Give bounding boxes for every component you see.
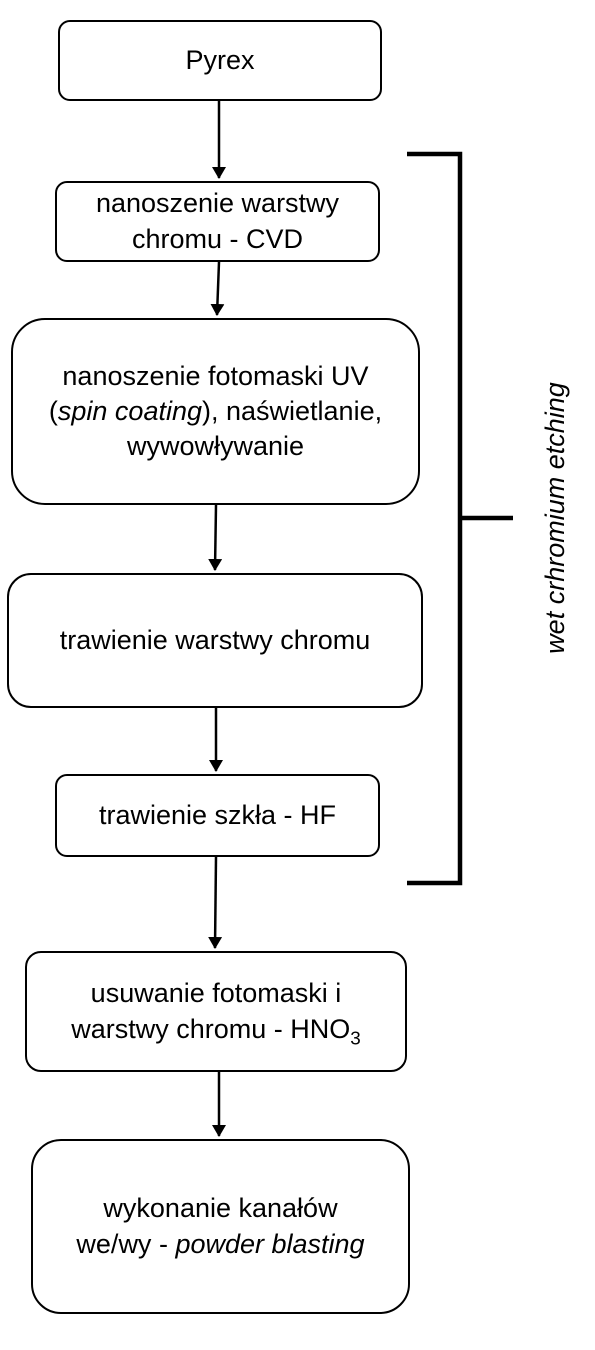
- step-glass-etching: trawienie szkła - HF: [55, 774, 380, 857]
- step-text-segment: chromu - CVD: [131, 223, 304, 254]
- step-remove-photomask: usuwanie fotomaski i warstwy chromu - HNO…: [25, 951, 407, 1072]
- group-label: wet crhromium etching: [540, 382, 570, 654]
- step-chromium-cvd-text: nanoszenie warstwy chromu - CVD: [96, 186, 339, 256]
- step-text-segment: ), naświetlanie,: [202, 395, 383, 426]
- step-pyrex: Pyrex: [58, 20, 382, 101]
- step-text-segment: wywowływanie: [126, 431, 305, 462]
- step-chromium-etching-text: trawienie warstwy chromu: [60, 623, 371, 658]
- step-text-segment: usuwanie fotomaski i: [90, 978, 342, 1009]
- group-bracket: [407, 151, 513, 886]
- step-pyrex-text: Pyrex: [185, 43, 254, 78]
- step-powder-blasting: wykonanie kanałów we/wy - powder blasting: [31, 1139, 410, 1314]
- step-text-segment: spin coating: [57, 395, 202, 426]
- step-text-segment: trawienie warstwy chromu: [59, 624, 371, 655]
- step-text-segment: powder blasting: [175, 1228, 365, 1259]
- step-remove-photomask-text: usuwanie fotomaski i warstwy chromu - HNO…: [71, 976, 361, 1050]
- step-text-segment: Pyrex: [185, 44, 255, 75]
- step-text-segment: we/wy -: [76, 1228, 176, 1259]
- step-text-segment: wykonanie kanałów: [103, 1193, 338, 1224]
- step-chromium-cvd: nanoszenie warstwy chromu - CVD: [55, 181, 380, 262]
- step-powder-blasting-text: wykonanie kanałów we/wy - powder blasting: [76, 1191, 364, 1261]
- step-text-segment: 3: [350, 1028, 361, 1050]
- arrow-photomask-to-chrome-etch: [208, 504, 223, 571]
- step-photomask: nanoszenie fotomaski UV(spin coating), n…: [11, 318, 420, 505]
- step-text-segment: (: [48, 395, 58, 426]
- step-text-segment: trawienie szkła - HF: [98, 799, 337, 830]
- step-photomask-text: nanoszenie fotomaski UV(spin coating), n…: [49, 359, 382, 464]
- arrow-cvd-to-photomask: [210, 261, 225, 316]
- step-text-segment: nanoszenie fotomaski UV: [62, 360, 369, 391]
- arrow-glass-etch-to-remove: [208, 856, 223, 949]
- step-text-segment: warstwy chromu - HNO: [71, 1013, 351, 1044]
- step-glass-etching-text: trawienie szkła - HF: [99, 798, 336, 833]
- step-text-segment: nanoszenie warstwy: [95, 188, 340, 219]
- step-chromium-etching: trawienie warstwy chromu: [7, 573, 423, 708]
